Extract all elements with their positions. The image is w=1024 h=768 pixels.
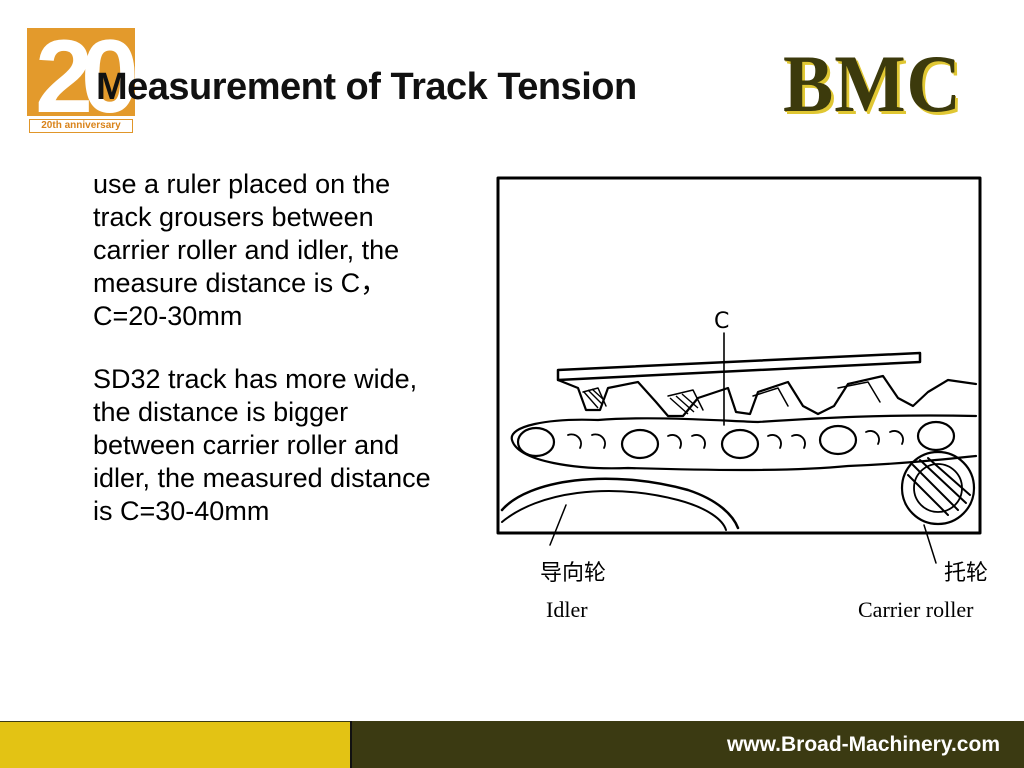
idler-label: Idler [546,597,588,622]
carrier-roller-cn-label: 托轮 [944,561,988,586]
footer-url[interactable]: www.Broad-Machinery.com [726,733,1000,756]
brand-logo: BMC [783,38,962,129]
track-grousers [556,374,978,418]
idler-cn-label: 导向轮 [540,561,606,586]
body-text: use a ruler placed on the track grousers… [93,168,443,558]
anniversary-number: 20 [35,28,135,134]
footer-accent-bar [0,721,350,768]
track-links [510,414,978,472]
page-title: Measurement of Track Tension [96,66,637,108]
track-tension-diagram: C 导向轮 托轮 [496,176,988,586]
diagram-frame [496,176,982,535]
c-dimension-label: C [714,309,729,334]
ruler [556,351,922,382]
idler-wheel [500,477,740,530]
paragraph-ruler-method: use a ruler placed on the track grousers… [93,169,400,331]
paragraph-sd32-note: SD32 track has more wide, the distance i… [93,364,431,526]
carrier-roller [900,450,976,526]
footer-bar: www.Broad-Machinery.com [350,721,1024,768]
anniversary-caption: 20th anniversary [29,119,133,133]
carrier-roller-label: Carrier roller [858,597,974,622]
anniversary-logo: 20 [27,28,135,134]
